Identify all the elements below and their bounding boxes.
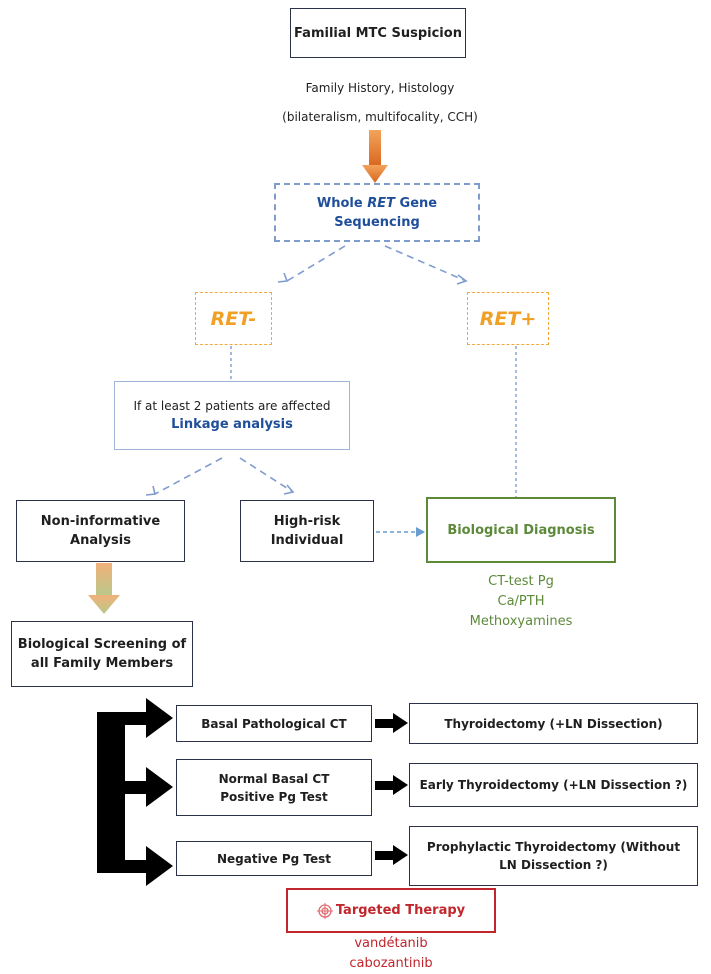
biological-diagnosis-title: Biological Diagnosis <box>447 522 595 538</box>
ret-sequencing-box: Whole RET Gene Sequencing <box>274 183 480 242</box>
normal-ct-line1: Normal Basal CT <box>218 771 330 786</box>
drug-cabozantinib: cabozantinib <box>349 956 433 971</box>
negative-pg-box: Negative Pg Test <box>176 841 372 876</box>
prophylactic-line2: LN Dissection ?) <box>499 858 608 872</box>
dashed-arrow-to-ret-neg <box>286 245 346 282</box>
screening-line2: all Family Members <box>30 656 174 671</box>
histology-detail-text: (bilateralism, multifocality, CCH) <box>282 110 478 124</box>
dashed-arrow-to-highrisk <box>239 457 294 493</box>
sequencing-ret: RET <box>367 195 395 211</box>
prophylactic-line1: Prophylactic Thyroidectomy (Without <box>426 840 681 854</box>
linkage-condition: If at least 2 patients are affected <box>133 399 331 413</box>
sequencing-line2: Sequencing <box>334 214 420 230</box>
negative-pg-label: Negative Pg Test <box>216 851 332 866</box>
familial-mtc-box: Familial MTC Suspicion <box>290 8 466 58</box>
screening-box: Biological Screening of all Family Membe… <box>11 621 193 687</box>
ret-negative-box: RET- <box>195 292 272 345</box>
noninformative-box: Non-informative Analysis <box>16 500 185 562</box>
targeted-therapy-title: Targeted Therapy <box>335 903 466 918</box>
sequencing-text-1: Whole <box>316 195 368 211</box>
highrisk-box: High-risk Individual <box>240 500 374 562</box>
ret-positive-label: RET+ <box>479 307 537 330</box>
bracket-arrow <box>97 698 173 886</box>
noninformative-line1: Non-informative <box>40 514 161 529</box>
early-thyroidectomy-box: Early Thyroidectomy (+LN Dissection ?) <box>409 763 698 807</box>
thyroidectomy-label: Thyroidectomy (+LN Dissection) <box>444 716 663 731</box>
ret-positive-box: RET+ <box>467 292 549 345</box>
drug-vandetanib: vandétanib <box>354 936 428 951</box>
prophylactic-box: Prophylactic Thyroidectomy (Without LN D… <box>409 826 698 886</box>
diagnosis-test-ca: Ca/PTH <box>497 594 545 609</box>
family-history-text: Family History, Histology <box>305 81 455 95</box>
sequencing-text-2: Gene <box>395 195 438 211</box>
ret-negative-label: RET- <box>210 307 257 330</box>
screening-line1: Biological Screening of <box>17 637 187 652</box>
early-thyroidectomy-label: Early Thyroidectomy (+LN Dissection ?) <box>419 778 688 792</box>
target-icon <box>316 902 333 919</box>
linkage-analysis-box: If at least 2 patients are affected Link… <box>114 381 350 450</box>
down-arrow-orange <box>362 130 388 183</box>
familial-mtc-title: Familial MTC Suspicion <box>294 25 462 41</box>
noninformative-line2: Analysis <box>70 533 131 548</box>
dashed-arrow-to-noninformative <box>154 457 223 495</box>
dashed-arrow-to-ret-pos <box>384 245 467 282</box>
normal-ct-box: Normal Basal CT Positive Pg Test <box>176 759 372 816</box>
targeted-therapy-box: Targeted Therapy <box>286 888 496 933</box>
highrisk-line1: High-risk <box>273 514 341 529</box>
highrisk-line2: Individual <box>270 533 344 548</box>
basal-ct-label: Basal Pathological CT <box>201 716 347 731</box>
linkage-label: Linkage analysis <box>171 417 293 432</box>
basal-ct-box: Basal Pathological CT <box>176 705 372 742</box>
down-arrow-peach <box>88 563 120 614</box>
diagnosis-test-ct: CT-test Pg <box>488 574 554 589</box>
small-arrows <box>375 713 408 865</box>
biological-diagnosis-box: Biological Diagnosis <box>426 497 616 563</box>
diagnosis-test-methoxy: Methoxyamines <box>469 614 573 629</box>
thyroidectomy-box: Thyroidectomy (+LN Dissection) <box>409 703 698 744</box>
normal-ct-line2: Positive Pg Test <box>220 789 328 804</box>
